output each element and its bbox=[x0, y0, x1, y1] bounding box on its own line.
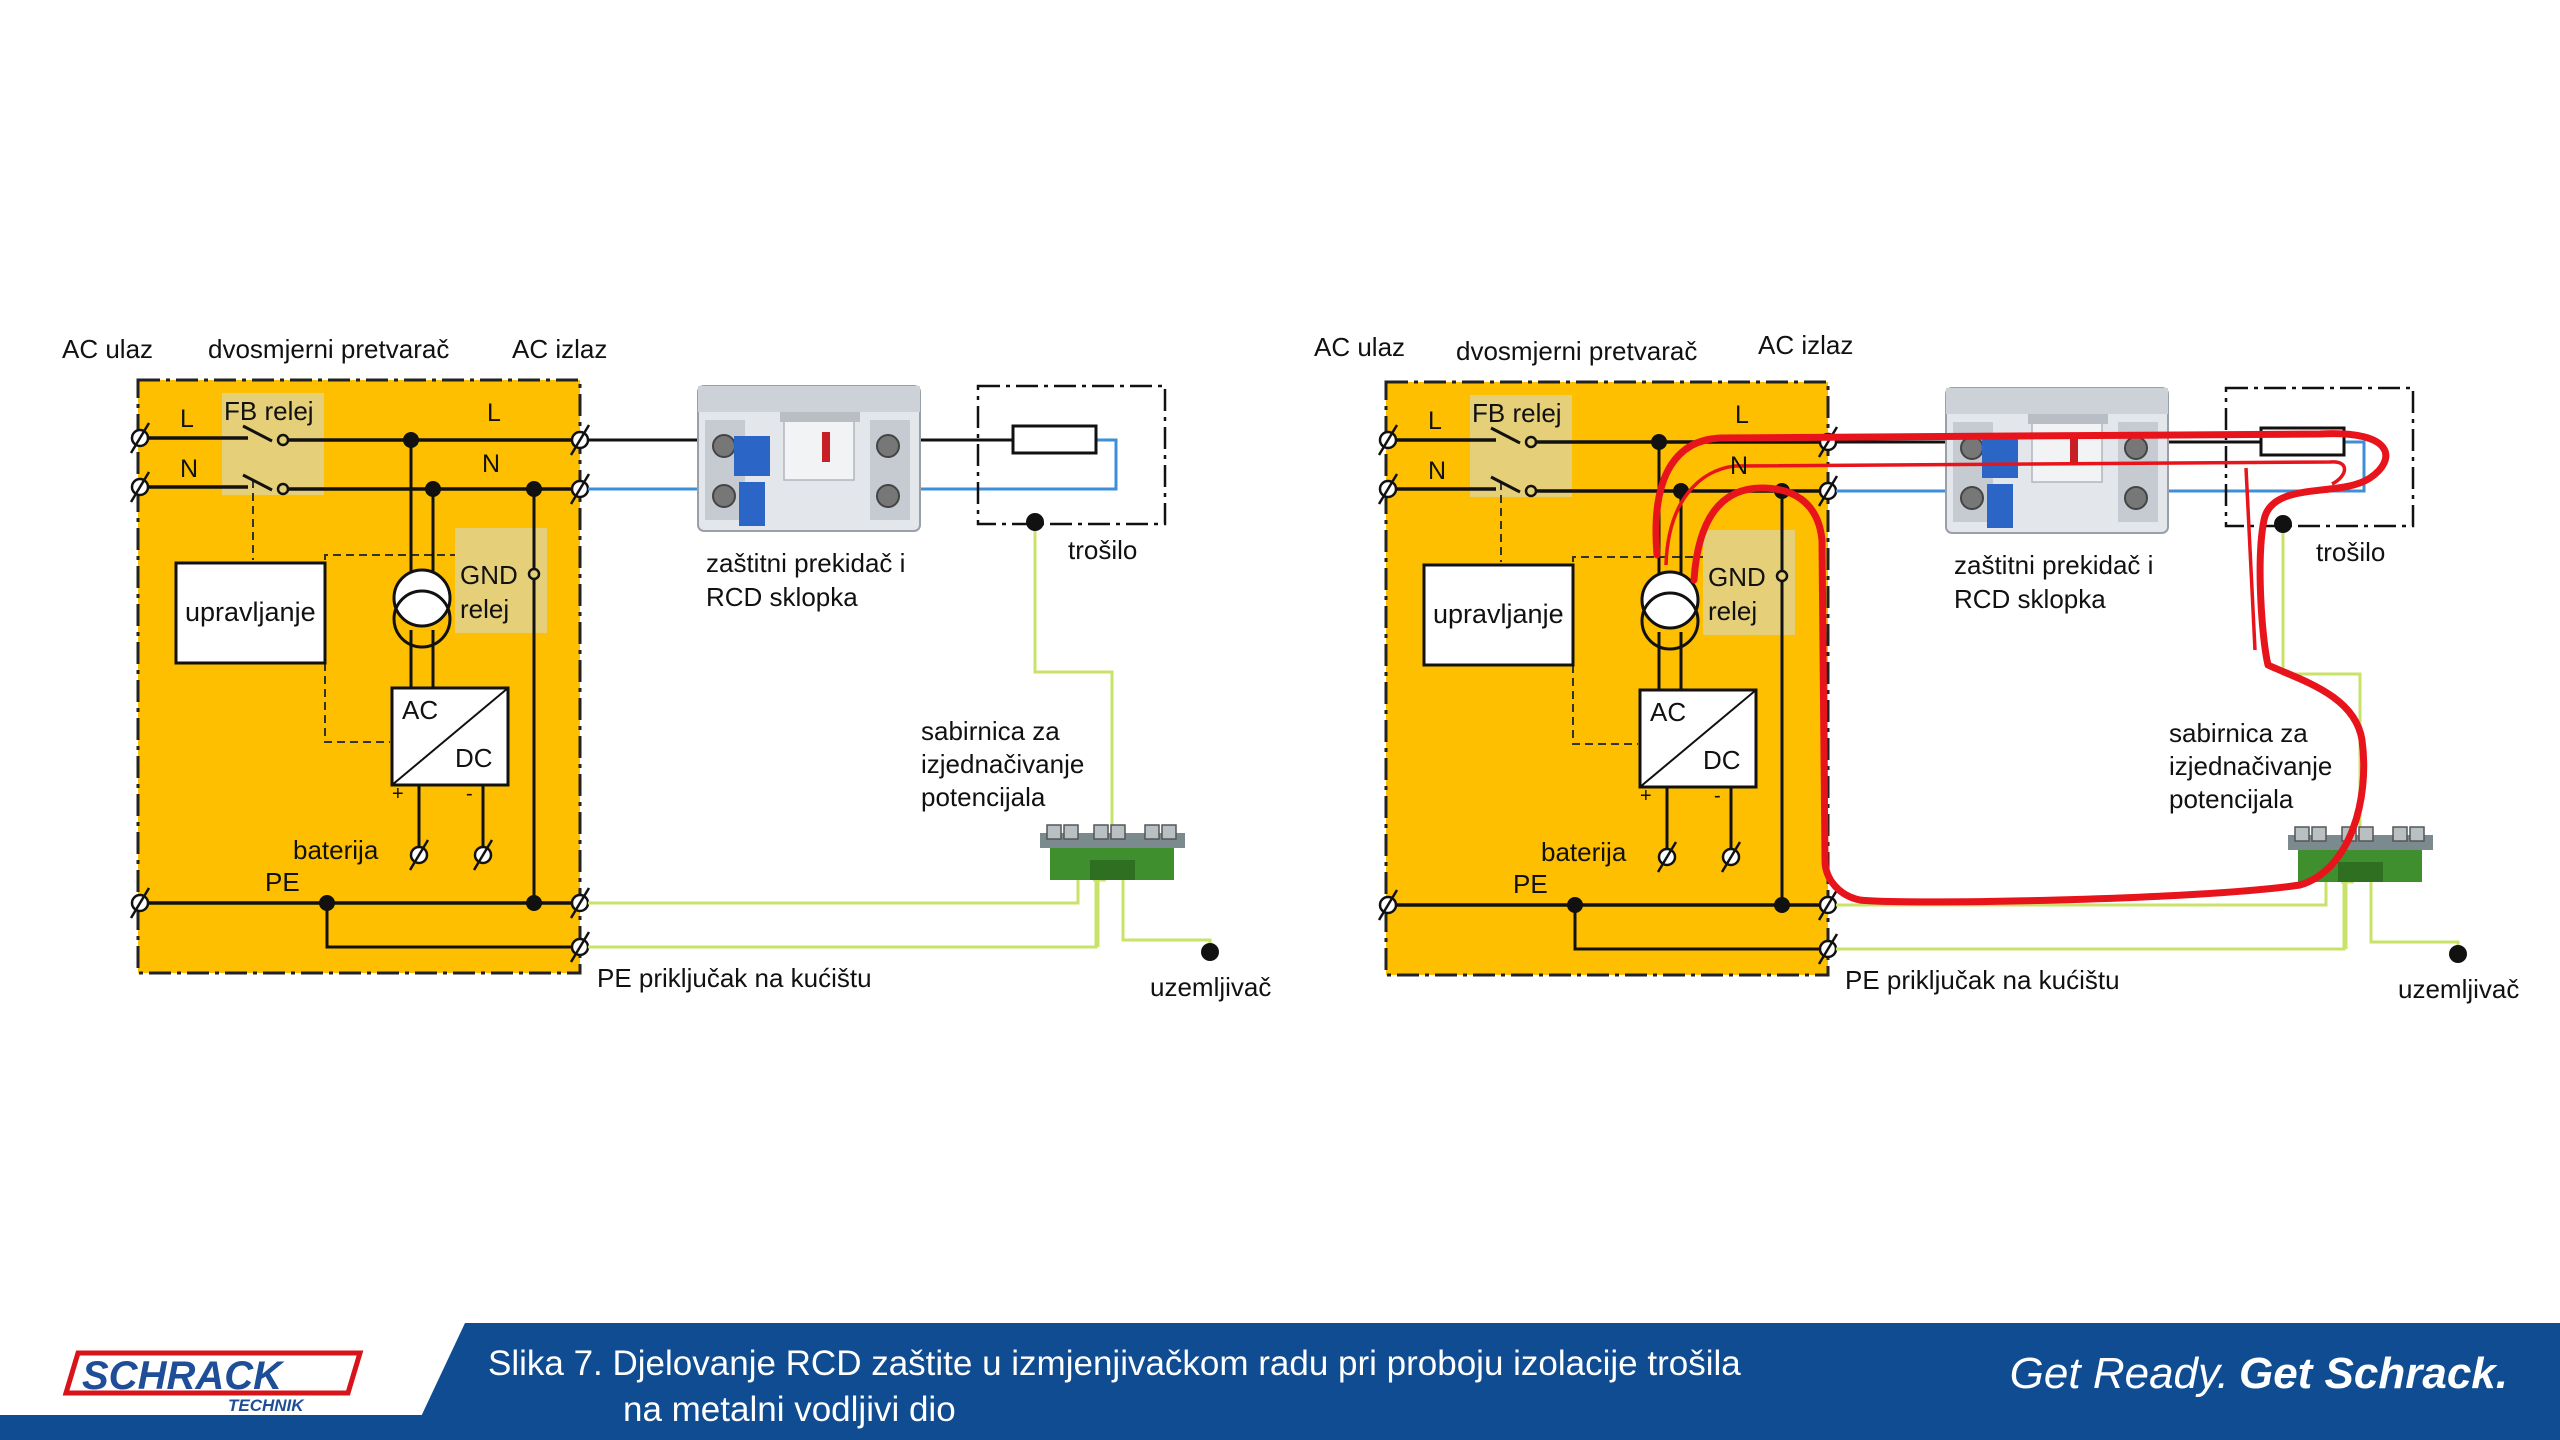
label-plus: + bbox=[1640, 785, 1652, 807]
label-control: upravljanje bbox=[1433, 599, 1564, 629]
caption-line-2: na metalni vodljivi dio bbox=[623, 1390, 956, 1429]
label-ac-output: AC izlaz bbox=[512, 334, 607, 364]
label-l-in: L bbox=[1428, 407, 1442, 435]
label-busbar-1: sabirnica za bbox=[921, 716, 1060, 746]
slogan-part-1: Get Ready. bbox=[2009, 1349, 2229, 1398]
label-ac: AC bbox=[402, 695, 438, 725]
label-l-out: L bbox=[1735, 401, 1749, 429]
label-converter: dvosmjerni pretvarač bbox=[208, 334, 449, 364]
label-busbar-1: sabirnica za bbox=[2169, 718, 2308, 748]
caption-line-1: Slika 7. Djelovanje RCD zaštite u izmjen… bbox=[488, 1344, 1741, 1383]
label-l-in: L bbox=[180, 405, 194, 433]
label-pe-housing: PE priključak na kućištu bbox=[1845, 965, 2120, 995]
label-breaker-2: RCD sklopka bbox=[1954, 584, 2106, 614]
label-pe-housing: PE priključak na kućištu bbox=[597, 963, 872, 993]
label-n-in: N bbox=[180, 455, 198, 483]
label-pe: PE bbox=[1513, 869, 1548, 899]
label-relay: relej bbox=[1708, 596, 1757, 626]
label-relay: relej bbox=[460, 594, 509, 624]
label-ac: AC bbox=[1650, 697, 1686, 727]
label-busbar-3: potencijala bbox=[921, 782, 1046, 812]
label-dc: DC bbox=[1703, 745, 1741, 775]
label-earth: uzemljivač bbox=[1150, 972, 1271, 1002]
label-n-in: N bbox=[1428, 457, 1446, 485]
label-breaker-1: zaštitni prekidač i bbox=[706, 548, 905, 578]
label-gnd: GND bbox=[1708, 562, 1766, 592]
label-gnd: GND bbox=[460, 560, 518, 590]
label-control: upravljanje bbox=[185, 597, 316, 627]
slogan: Get Ready.Get Schrack. bbox=[2010, 1349, 2508, 1399]
fault-current-inner bbox=[1664, 460, 2347, 651]
label-battery: baterija bbox=[1541, 837, 1627, 867]
logo-sub-text: TECHNIK bbox=[228, 1396, 305, 1415]
label-earth: uzemljivač bbox=[2398, 974, 2519, 1004]
label-ac-output: AC izlaz bbox=[1758, 330, 1853, 360]
footer-bar: SCHRACK TECHNIK Slika 7. Djelovanje RCD … bbox=[0, 1323, 2560, 1440]
label-busbar-2: izjednačivanje bbox=[921, 749, 1084, 779]
label-l-out: L bbox=[487, 399, 501, 427]
label-battery: baterija bbox=[293, 835, 379, 865]
logo-main-text: SCHRACK bbox=[82, 1354, 285, 1398]
label-converter: dvosmjerni pretvarač bbox=[1456, 336, 1697, 366]
label-busbar-2: izjednačivanje bbox=[2169, 751, 2332, 781]
label-load: trošilo bbox=[1068, 535, 1137, 565]
label-n-out: N bbox=[1730, 452, 1748, 480]
label-pe: PE bbox=[265, 867, 300, 897]
label-ac-input: AC ulaz bbox=[62, 334, 153, 364]
label-load: trošilo bbox=[2316, 537, 2385, 567]
slogan-part-2: Get Schrack. bbox=[2238, 1349, 2508, 1398]
label-n-out: N bbox=[482, 450, 500, 478]
label-breaker-1: zaštitni prekidač i bbox=[1954, 550, 2153, 580]
label-dc: DC bbox=[455, 743, 493, 773]
label-minus: - bbox=[1714, 785, 1721, 807]
schrack-logo[interactable]: SCHRACK TECHNIK bbox=[60, 1345, 370, 1425]
label-breaker-2: RCD sklopka bbox=[706, 582, 858, 612]
fault-current-loop bbox=[1652, 430, 2390, 906]
label-plus: + bbox=[392, 783, 404, 805]
label-minus: - bbox=[466, 783, 473, 805]
logo-mark: SCHRACK TECHNIK bbox=[62, 1350, 364, 1415]
label-busbar-3: potencijala bbox=[2169, 784, 2294, 814]
figure-caption: Slika 7. Djelovanje RCD zaštite u izmjen… bbox=[488, 1341, 1908, 1433]
label-fb-relay: FB relej bbox=[1472, 398, 1562, 428]
label-ac-input: AC ulaz bbox=[1314, 332, 1405, 362]
label-fb-relay: FB relej bbox=[224, 396, 314, 426]
